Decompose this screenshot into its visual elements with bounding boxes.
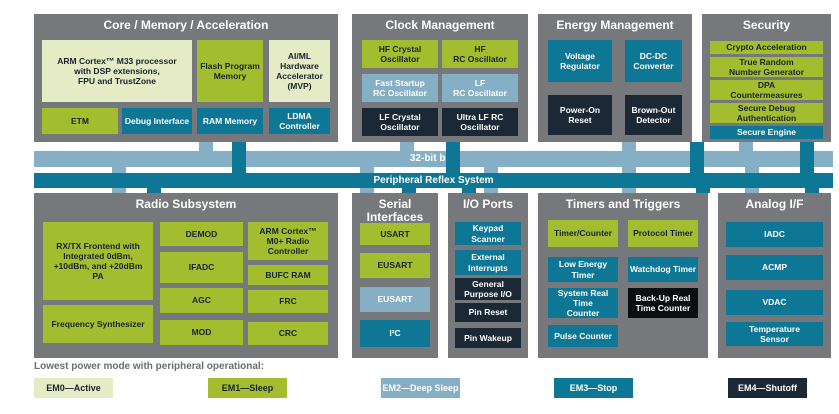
block-system-real-time-counter: System Real Time Counter xyxy=(548,288,618,318)
legend-chip-em4-shutoff: EM4—Shutoff xyxy=(728,378,807,398)
block-low-energy-timer: Low Energy Timer xyxy=(548,257,618,282)
block-pin-reset: Pin Reset xyxy=(455,303,521,322)
bus-connector-light xyxy=(400,142,414,152)
legend-chip-em3-stop: EM3—Stop xyxy=(554,378,633,398)
block-mod: MOD xyxy=(160,320,243,345)
bus-connector-teal xyxy=(147,188,161,193)
bus-connector-teal xyxy=(232,142,246,174)
section-core-memory-acceleration: Core / Memory / Acceleration ARM Cortex™… xyxy=(34,14,338,142)
block-hf-rc-oscillator: HF RC Oscillator xyxy=(442,40,518,68)
block-agc: AGC xyxy=(160,288,243,313)
bus-connector-teal xyxy=(690,142,704,174)
section-radio-subsystem: Radio Subsystem RX/TX Frontend with Inte… xyxy=(34,193,338,358)
block-voltage-regulator: Voltage Regulator xyxy=(548,40,612,82)
block-true-random-number-generator: True Random Number Generator xyxy=(710,57,823,77)
section-energy-title: Energy Management xyxy=(556,18,674,32)
block-external-interrupts: External Interrupts xyxy=(455,250,521,275)
section-radio-title: Radio Subsystem xyxy=(135,197,237,211)
bus-connector-light xyxy=(622,142,636,152)
block-flash-program-memory: Flash Program Memory xyxy=(197,40,263,102)
block-fast-startup-rc-oscillator: Fast Startup RC Oscillator xyxy=(362,74,438,102)
legend-chip-em2-deep-sleep: EM2—Deep Sleep xyxy=(381,378,460,398)
block-arm-cortex-m0-radio: ARM Cortex™ M0+ Radio Controller xyxy=(248,222,328,260)
block-protocol-timer: Protocol Timer xyxy=(628,220,698,247)
block-iadc: IADC xyxy=(726,222,823,247)
section-serial-interfaces: Serial Interfaces USART EUSART EUSART I²… xyxy=(352,193,438,358)
block-ultra-lf-rc-oscillator: Ultra LF RC Oscillator xyxy=(442,108,518,136)
block-frequency-synthesizer: Frequency Synthesizer xyxy=(43,305,153,343)
bus-connector-light xyxy=(199,142,213,152)
section-clock-title: Clock Management xyxy=(385,18,495,32)
section-io-ports: I/O Ports Keypad Scanner External Interr… xyxy=(448,193,528,358)
block-demod: DEMOD xyxy=(160,222,243,246)
section-timers-title: Timers and Triggers xyxy=(565,197,681,211)
bus-32bit: 32-bit bus xyxy=(34,151,833,167)
block-power-on-reset: Power-On Reset xyxy=(548,95,612,135)
section-core-title: Core / Memory / Acceleration xyxy=(103,18,269,32)
block-general-purpose-io: General Purpose I/O xyxy=(455,278,521,300)
block-aiml-accelerator: AI/ML Hardware Accelerator (MVP) xyxy=(269,40,330,102)
bus-connector-teal xyxy=(446,142,460,174)
section-energy-management: Energy Management Voltage Regulator DC-D… xyxy=(538,14,692,142)
block-arm-cortex-m33: ARM Cortex™ M33 processor with DSP exten… xyxy=(42,40,192,102)
block-pulse-counter: Pulse Counter xyxy=(548,325,618,347)
block-debug-interface: Debug Interface xyxy=(122,108,192,134)
section-analog-if: Analog I/F IADC ACMP VDAC Temperature Se… xyxy=(718,193,831,358)
block-eusart-1: EUSART xyxy=(360,253,430,278)
block-keypad-scanner: Keypad Scanner xyxy=(455,222,521,245)
block-watchdog-timer: Watchdog Timer xyxy=(628,257,698,282)
block-secure-debug-authentication: Secure Debug Authentication xyxy=(710,103,823,123)
block-crypto-acceleration: Crypto Acceleration xyxy=(710,41,823,54)
bus-connector-teal xyxy=(402,188,416,193)
block-eusart-2: EUSART xyxy=(360,287,430,312)
block-vdac: VDAC xyxy=(726,290,823,315)
section-security: Security Crypto Acceleration True Random… xyxy=(702,14,831,142)
block-bufc-ram: BUFC RAM xyxy=(248,265,328,285)
block-lf-crystal-oscillator: LF Crystal Oscillator xyxy=(362,108,438,136)
section-analog-title: Analog I/F xyxy=(745,197,804,211)
block-rxtx-frontend: RX/TX Frontend with Integrated 0dBm, +10… xyxy=(43,222,153,300)
bus-connector-teal xyxy=(462,188,476,193)
block-ram-memory: RAM Memory xyxy=(197,108,263,134)
section-security-title: Security xyxy=(742,18,791,32)
legend-chip-em1-sleep: EM1—Sleep xyxy=(208,378,287,398)
block-dpa-countermeasures: DPA Countermeasures xyxy=(710,80,823,100)
bus-connector-teal xyxy=(805,188,819,193)
block-secure-engine: Secure Engine xyxy=(710,126,823,139)
legend-chip-em0-active: EM0—Active xyxy=(34,378,113,398)
block-dcdc-converter: DC-DC Converter xyxy=(625,40,682,82)
section-clock-management: Clock Management HF Crystal Oscillator H… xyxy=(352,14,528,142)
bus-peripheral-reflex-system: Peripheral Reflex System xyxy=(34,173,833,188)
section-timers-and-triggers: Timers and Triggers Timer/Counter Protoc… xyxy=(538,193,708,358)
block-temperature-sensor: Temperature Sensor xyxy=(726,322,823,346)
block-i2c: I²C xyxy=(360,320,430,347)
block-crc: CRC xyxy=(248,322,328,345)
block-acmp: ACMP xyxy=(726,255,823,280)
block-timer-counter: Timer/Counter xyxy=(548,220,618,247)
section-serial-title: Serial Interfaces xyxy=(366,197,424,225)
bus-connector-teal xyxy=(800,142,814,174)
block-backup-real-time-counter: Back-Up Real Time Counter xyxy=(628,288,698,318)
block-hf-crystal-oscillator: HF Crystal Oscillator xyxy=(362,40,438,68)
legend-label: Lowest power mode with peripheral operat… xyxy=(34,361,265,372)
block-usart: USART xyxy=(360,223,430,245)
block-etm: ETM xyxy=(42,108,118,134)
block-ifadc: IFADC xyxy=(160,252,243,283)
block-frc: FRC xyxy=(248,290,328,313)
block-brown-out-detector: Brown-Out Detector xyxy=(625,95,682,135)
block-pin-wakeup: Pin Wakeup xyxy=(455,328,521,348)
block-lf-rc-oscillator: LF RC Oscillator xyxy=(442,74,518,102)
bus-connector-light xyxy=(739,142,753,152)
bus-connector-teal xyxy=(696,188,710,193)
block-ldma-controller: LDMA Controller xyxy=(269,108,330,134)
section-io-title: I/O Ports xyxy=(462,197,513,211)
